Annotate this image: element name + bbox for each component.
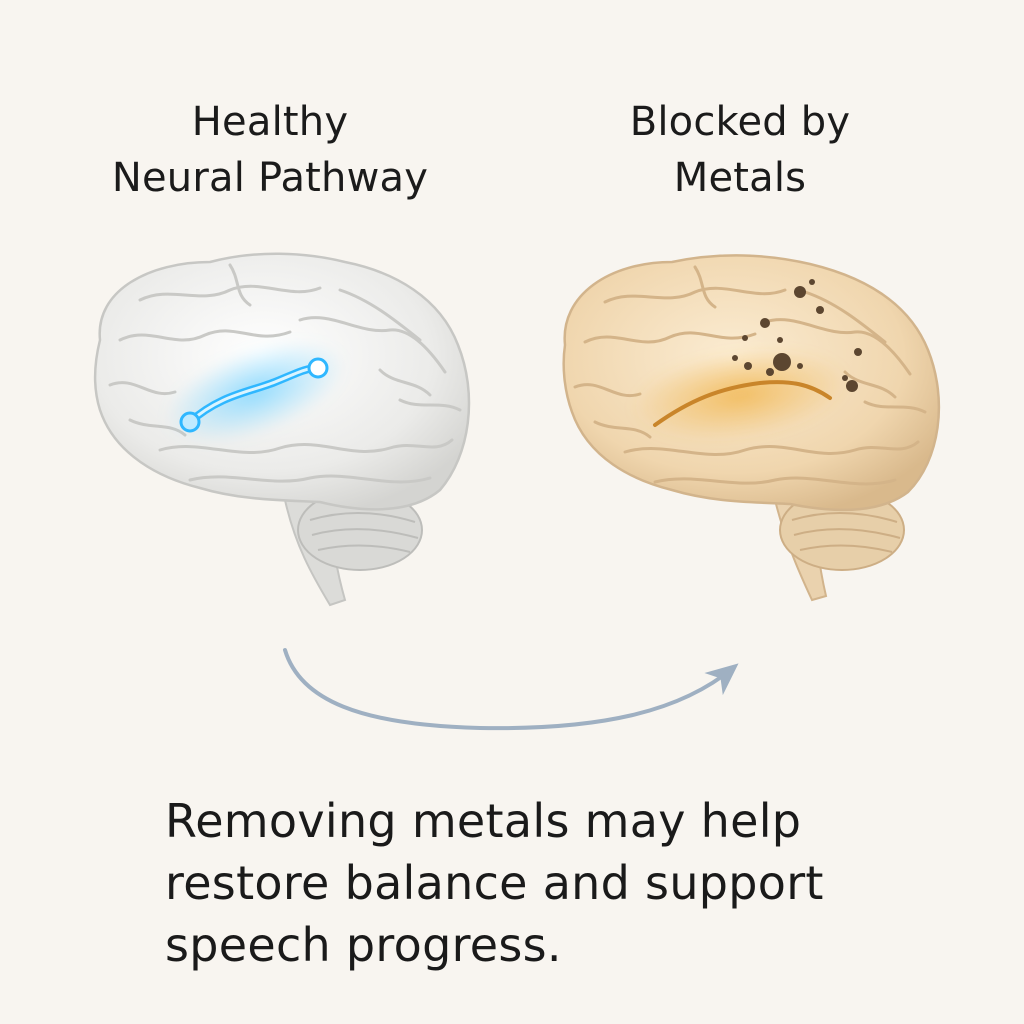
blocked-heading-line-2: Metals [673,155,807,201]
healthy-heading-line-2: Neural Pathway [111,155,429,201]
blocked-heading-line-1: Blocked by [629,99,851,145]
blocked-brain-illustration [562,254,941,602]
pathway-start-node [179,411,201,433]
healthy-heading-line-1: Healthy [191,99,349,145]
healthy-pathway-heading: Healthy Neural Pathway [60,94,480,206]
caption-line-2: restore balance and support [165,856,824,910]
blocked-neural-pathway [653,380,832,427]
healthy-brain-illustration [93,252,471,607]
pathway-end-node [307,357,329,379]
blocked-pathway-heading: Blocked by Metals [560,94,920,206]
caption-line-1: Removing metals may help [165,794,802,848]
caption-line-3: speech progress. [165,918,562,972]
metal-deposits [732,279,862,392]
transition-arrow [283,648,739,731]
caption-text: Removing metals may help restore balance… [165,790,925,976]
